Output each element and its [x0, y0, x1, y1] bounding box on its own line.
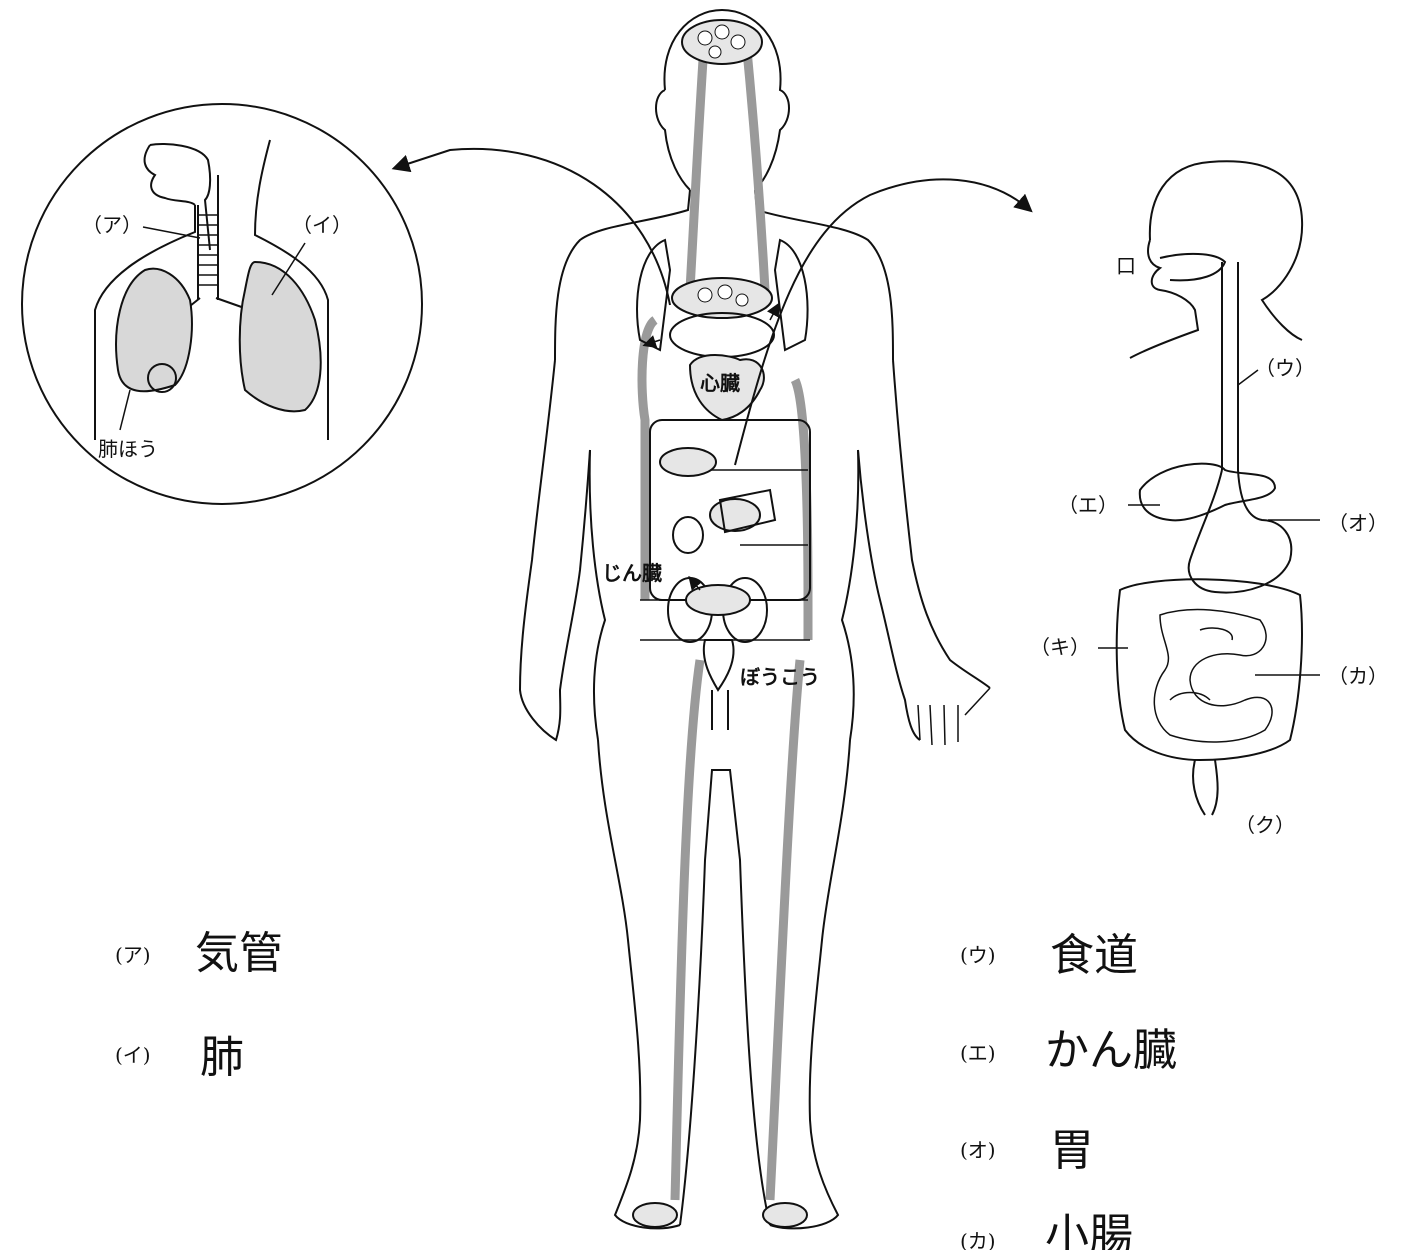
lungs — [637, 240, 808, 357]
digestive-inset: 口 （ウ） （エ） （オ） （キ） （カ） （ク） — [1030, 161, 1388, 837]
label-e: （エ） — [1058, 493, 1118, 517]
label-ki: （キ） — [1030, 635, 1090, 659]
mouth-label: 口 — [1116, 254, 1136, 278]
answer-o-mark: (オ) — [960, 1138, 996, 1162]
answer-u-text: 食道 — [1050, 930, 1138, 981]
label-a: （ア） — [82, 213, 142, 237]
answer-e-text: かん臓 — [1045, 1025, 1177, 1076]
answer-e-mark: (エ) — [960, 1041, 996, 1065]
heart-label: 心臓 — [700, 371, 740, 395]
alveoli-label: 肺ほう — [98, 437, 158, 461]
arrow-to-digestive — [735, 179, 1030, 465]
label-ku: （ク） — [1235, 813, 1295, 837]
answer-ka-text: 小腸 — [1045, 1210, 1133, 1250]
bladder-label: ぼうこう — [740, 665, 820, 689]
bladder — [704, 640, 734, 730]
answer-a-text: 気管 — [195, 928, 283, 979]
answer-o-text: 胃 — [1050, 1125, 1094, 1176]
answers-left: (ア) 気管 (イ) 肺 — [115, 928, 283, 1083]
respiratory-inset: （ア） （イ） 肺ほう — [22, 104, 422, 504]
label-ka: （カ） — [1328, 664, 1388, 688]
liver-intestine — [650, 420, 810, 600]
label-u: （ウ） — [1255, 356, 1315, 380]
feet — [633, 1203, 807, 1227]
answers-right: (ウ) 食道 (エ) かん臓 (オ) 胃 (カ) 小腸 — [960, 930, 1177, 1250]
kidneys — [668, 578, 767, 642]
label-o: （オ） — [1328, 511, 1388, 535]
label-i: （イ） — [292, 213, 352, 237]
arrow-to-lungs — [395, 149, 670, 305]
answer-i-mark: (イ) — [115, 1043, 151, 1067]
answer-i-text: 肺 — [200, 1032, 244, 1083]
answer-ka-mark: (カ) — [960, 1229, 996, 1250]
answer-u-mark: (ウ) — [960, 943, 996, 967]
kidney-label: じん臓 — [602, 561, 662, 585]
brain — [682, 20, 762, 64]
answer-a-mark: (ア) — [115, 943, 151, 967]
